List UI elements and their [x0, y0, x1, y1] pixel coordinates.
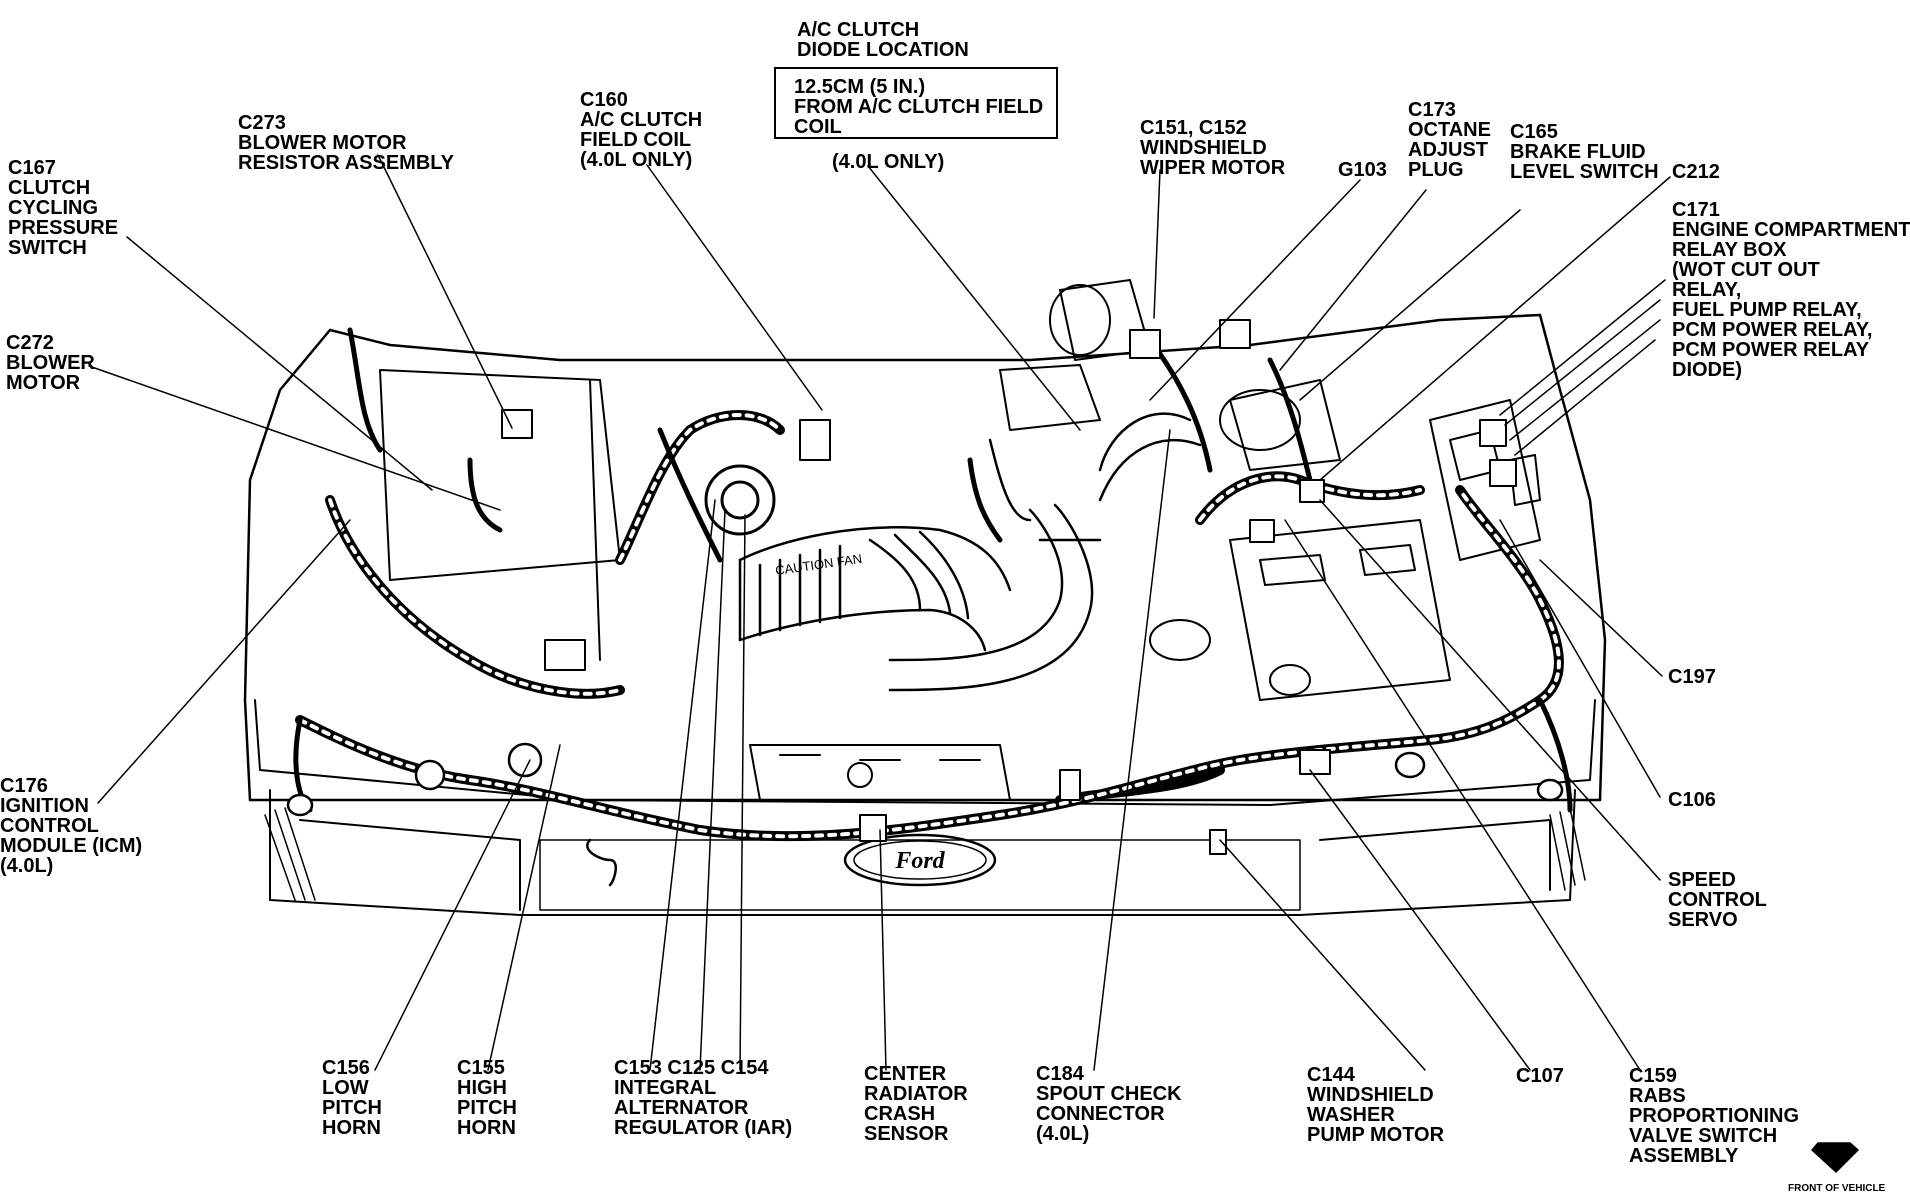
label-c106: C106	[1668, 789, 1716, 811]
front-of-vehicle-arrow	[1811, 1142, 1859, 1173]
label-c160: C160 A/C CLUTCH FIELD COIL (4.0L ONLY)	[580, 89, 703, 171]
label-c165: C165 BRAKE FLUID LEVEL SWITCH	[1510, 121, 1659, 183]
label-c155: C155 HIGH PITCH HORN	[457, 1057, 517, 1139]
label-g103: G103	[1338, 159, 1387, 181]
label-c173: C173 OCTANE ADJUST PLUG	[1408, 99, 1491, 181]
label-speed-control-servo: SPEED CONTROL SERVO	[1668, 869, 1767, 931]
main-harness-highlight	[298, 413, 1561, 839]
label-c107: C107	[1516, 1065, 1564, 1087]
leader-lines	[88, 154, 1671, 1071]
hood-outline	[243, 313, 1607, 802]
grille-logo-text: Ford	[894, 848, 945, 874]
label-c197: C197	[1668, 666, 1716, 688]
connector-blocks	[501, 319, 1517, 855]
label-c272: C272 BLOWER MOTOR	[6, 332, 95, 394]
label-diode-box-text: 12.5CM (5 IN.) FROM A/C CLUTCH FIELD COI…	[794, 76, 1044, 138]
label-c176: C176 IGNITION CONTROL MODULE (ICM) (4.0L…	[0, 775, 143, 877]
label-ac-clutch-diode-location: A/C CLUTCH DIODE LOCATION	[797, 19, 969, 61]
horns	[286, 742, 1564, 887]
radiator-hoses	[888, 412, 1202, 692]
label-center-radiator-crash-sensor: CENTER RADIATOR CRASH SENSOR	[864, 1063, 968, 1145]
label-c151-c152: C151, C152 WINDSHIELD WIPER MOTOR	[1140, 117, 1286, 179]
battery	[1149, 519, 1451, 701]
label-c159: C159 RABS PROPORTIONING VALVE SWITCH ASS…	[1629, 1065, 1800, 1167]
front-of-vehicle-label: FRONT OF VEHICLE	[1788, 1183, 1886, 1194]
radiator-support	[254, 699, 1596, 916]
label-4-0l-only: (4.0L ONLY)	[832, 151, 945, 173]
secondary-wiring	[293, 327, 1573, 813]
label-c153-c125-c154: C153 C125 C154 INTEGRAL ALTERNATOR REGUL…	[614, 1057, 793, 1139]
crash-sensor-bracket	[749, 744, 1011, 801]
diode-location-box: 12.5CM (5 IN.) FROM A/C CLUTCH FIELD COI…	[774, 67, 1058, 139]
label-c273: C273 BLOWER MOTOR RESISTOR ASSEMBLY	[238, 112, 454, 174]
hose-caution-text: CAUTION FAN	[774, 551, 863, 578]
firewall	[379, 279, 1151, 661]
air-intake-hose	[738, 526, 1012, 652]
label-c167: C167 CLUTCH CYCLING PRESSURE SWITCH	[8, 157, 119, 259]
master-cylinder	[1219, 379, 1341, 471]
ford-emblem	[843, 833, 997, 887]
label-c184: C184 SPOUT CHECK CONNECTOR (4.0L)	[1036, 1063, 1182, 1145]
main-harness	[295, 410, 1564, 842]
alternator	[704, 464, 776, 536]
grille-slats	[264, 807, 1586, 901]
label-c156: C156 LOW PITCH HORN	[322, 1057, 382, 1139]
label-c171: C171 ENGINE COMPARTMENT RELAY BOX (WOT C…	[1672, 199, 1910, 381]
label-c212: C212	[1672, 161, 1720, 183]
label-c144: C144 WINDSHIELD WASHER PUMP MOTOR	[1307, 1064, 1445, 1146]
